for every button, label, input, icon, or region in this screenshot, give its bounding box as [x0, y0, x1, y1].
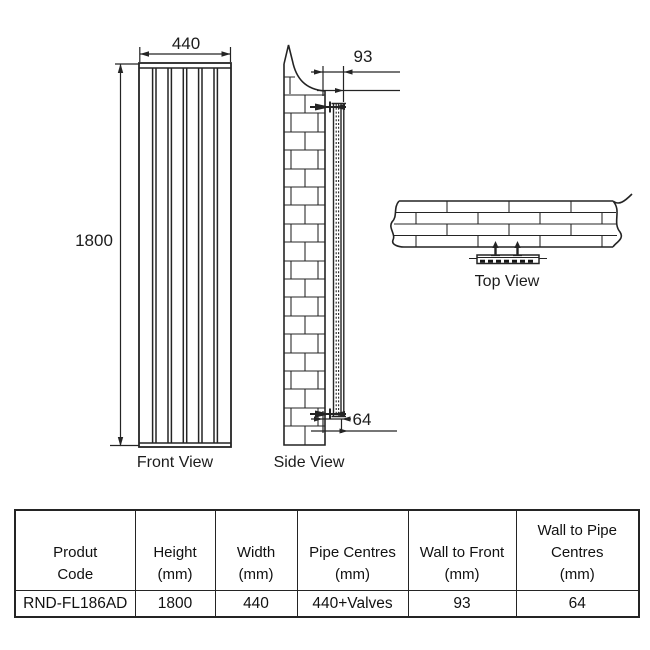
front-radiator-caps — [139, 67, 231, 444]
cell-height: 1800 — [134, 590, 216, 618]
wall-to-pipe-value: 64 — [353, 410, 372, 429]
top-view: Top View — [390, 193, 633, 290]
cell-wall-to-front: 93 — [407, 590, 517, 618]
arrow-right-icon — [221, 51, 231, 57]
side-view-label: Side View — [274, 454, 345, 471]
spec-table-data-row: RND-FL186AD 1800 440 440+Valves 93 64 — [14, 590, 640, 618]
top-bracket — [310, 101, 346, 113]
wall-to-front-value: 93 — [354, 47, 373, 66]
col-header-height: Height (mm) — [134, 509, 216, 591]
cell-product-code: RND-FL186AD — [14, 590, 136, 618]
technical-drawing: 440 1800 Front View — [75, 34, 633, 471]
front-height-value: 1800 — [75, 231, 113, 250]
top-wall-outline — [390, 193, 633, 248]
side-brick-joints — [289, 77, 319, 445]
side-radiator-profile — [331, 102, 346, 418]
bottom-bracket — [310, 408, 346, 420]
front-view-label: Front View — [137, 454, 214, 471]
front-panel-dividers — [151, 68, 219, 443]
top-radiator-profile — [469, 254, 547, 265]
top-view-label: Top View — [475, 273, 540, 290]
col-header-wall-to-front: Wall to Front (mm) — [407, 509, 517, 591]
arrow-left-icon — [140, 51, 149, 57]
front-width-dimension: 440 — [139, 34, 232, 62]
cell-width: 440 — [214, 590, 298, 618]
col-header-pipe-centres: Pipe Centres (mm) — [296, 509, 409, 591]
front-height-dimension: 1800 — [75, 63, 139, 447]
spec-table-header-row: Produt Code Height (mm) Width (mm) Pipe … — [14, 509, 640, 591]
col-header-wall-to-pipe: Wall to Pipe Centres (mm) — [515, 509, 640, 591]
side-view: 93 64 Side View — [274, 44, 400, 471]
arrow-up-icon — [117, 63, 124, 73]
mounting-pins — [491, 241, 522, 257]
front-width-value: 440 — [172, 34, 200, 53]
wall-to-pipe-dimension: 64 — [311, 410, 397, 434]
cell-wall-to-pipe: 64 — [515, 590, 640, 618]
front-radiator-outline — [138, 62, 232, 448]
col-header-product-code: Produt Code — [14, 509, 136, 591]
front-view: 440 1800 Front View — [75, 34, 232, 471]
top-brick-joints — [415, 201, 603, 247]
arrow-down-icon — [117, 437, 124, 447]
top-brick-courses — [394, 211, 617, 237]
cell-pipe-centres: 440+Valves — [296, 590, 409, 618]
wall-to-front-dimension: 93 — [311, 47, 400, 102]
col-header-width: Width (mm) — [214, 509, 298, 591]
spec-table: Produt Code Height (mm) Width (mm) Pipe … — [14, 509, 640, 618]
